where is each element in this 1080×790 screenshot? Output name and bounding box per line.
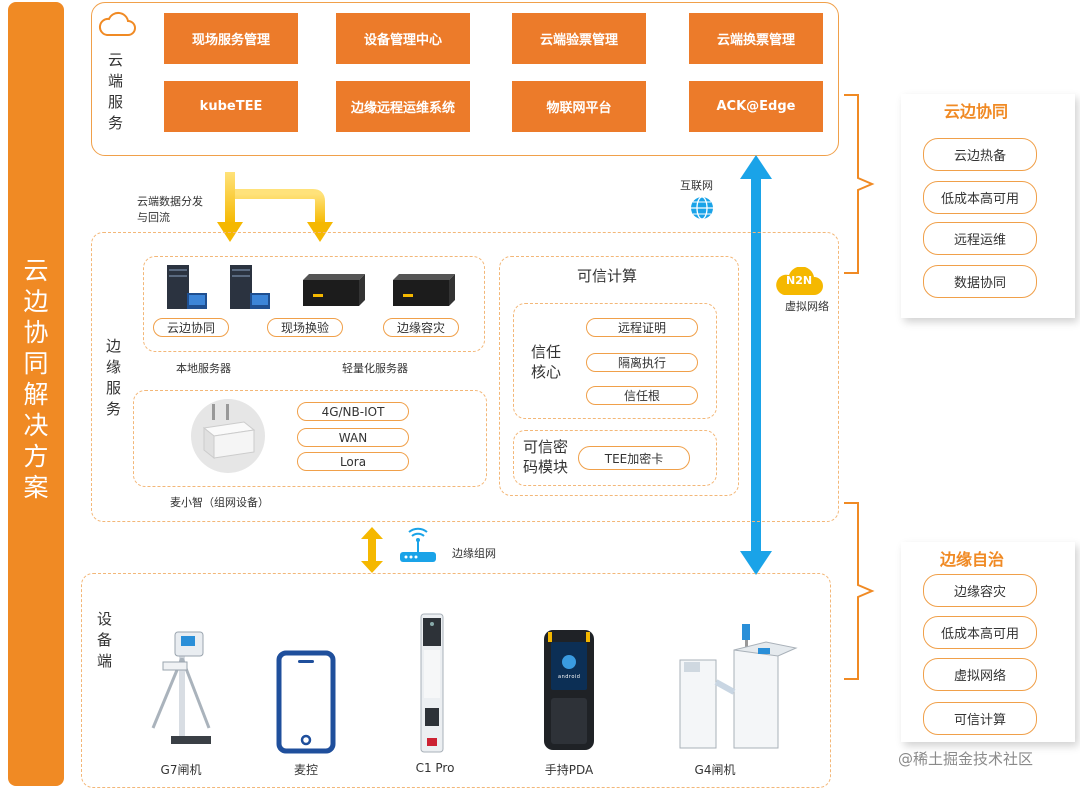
bracket-bottom: [844, 502, 875, 680]
data-flow-label-2: 与回流: [137, 211, 170, 224]
gateway-pill-wan[interactable]: WAN: [297, 428, 409, 447]
cloud-btn-kubetee[interactable]: kubeTEE: [164, 81, 298, 132]
right-bottom-item-4[interactable]: 可信计算: [923, 702, 1037, 735]
edge-label: 边缘服务: [106, 337, 122, 418]
device-c1-pro: C1 Pro: [415, 761, 455, 775]
trust-item-root[interactable]: 信任根: [586, 386, 698, 405]
right-bottom-item-1[interactable]: 边缘容灾: [923, 574, 1037, 607]
c1-pro-image: [415, 612, 449, 758]
device-label: 设备端: [97, 610, 113, 670]
bracket-top: [844, 94, 875, 274]
cloud-btn-device-mgmt[interactable]: 设备管理中心: [336, 13, 470, 64]
internet-arrow: [740, 155, 772, 575]
local-server-label: 本地服务器: [176, 362, 231, 375]
light-server-label: 轻量化服务器: [342, 362, 408, 375]
cloud-btn-field-service[interactable]: 现场服务管理: [164, 13, 298, 64]
data-flow-label-1: 云端数据分发: [137, 195, 203, 208]
watermark: @稀土掘金技术社区: [898, 750, 1034, 768]
pda-screen-text: android: [558, 674, 581, 680]
right-top-item-1[interactable]: 云边热备: [923, 138, 1037, 171]
crypto-module-box: [513, 430, 717, 486]
device-maikong: 麦控: [293, 763, 318, 777]
phone-icon: [276, 650, 336, 758]
tower-server-icon: [163, 263, 209, 319]
device-panel: [81, 573, 831, 788]
edge-network-label: 边缘组网: [452, 547, 496, 560]
device-g7: G7闸机: [160, 763, 202, 777]
cloud-icon: [97, 10, 137, 42]
gateway-label: 麦小智（组网设备）: [170, 496, 269, 509]
g7-gate-image: [143, 628, 223, 752]
right-bottom-item-2[interactable]: 低成本高可用: [923, 616, 1037, 649]
left-title-bar: [8, 2, 64, 786]
g4-gate-image: [676, 622, 806, 756]
trusted-computing-box: [499, 256, 739, 496]
tag-cloud-edge[interactable]: 云边协同: [153, 318, 229, 337]
edge-network-arrow: [361, 527, 383, 573]
pda-image: [541, 628, 597, 756]
mini-server-icon-2: [389, 272, 457, 312]
cloud-btn-ack-edge[interactable]: ACK@Edge: [689, 81, 823, 132]
cloud-btn-ticket-verify[interactable]: 云端验票管理: [512, 13, 646, 64]
trust-item-remote-attest[interactable]: 远程证明: [586, 318, 698, 337]
gateway-device-icon: [190, 398, 266, 478]
trust-core-label: 信任核心: [531, 343, 562, 381]
solution-title: 云边协同解决方案: [23, 256, 49, 502]
gateway-pill-lora[interactable]: Lora: [297, 452, 409, 471]
tag-edge-dr[interactable]: 边缘容灾: [383, 318, 459, 337]
right-bottom-item-3[interactable]: 虚拟网络: [923, 658, 1037, 691]
right-top-title: 云边协同: [943, 102, 1008, 121]
crypto-module-label: 可信密码模块: [523, 438, 569, 476]
tower-server-icon-2: [226, 263, 272, 319]
cloud-btn-ticket-exchange[interactable]: 云端换票管理: [689, 13, 823, 64]
trusted-computing-title: 可信计算: [577, 267, 638, 285]
gateway-pill-4g[interactable]: 4G/NB-IOT: [297, 402, 409, 421]
right-top-item-4[interactable]: 数据协同: [923, 265, 1037, 298]
tee-crypto-card[interactable]: TEE加密卡: [578, 446, 690, 470]
trust-core-box: [513, 303, 717, 419]
trust-item-isolation[interactable]: 隔离执行: [586, 353, 698, 372]
cloud-btn-edge-ops[interactable]: 边缘远程运维系统: [336, 81, 470, 132]
cloud-label: 云端服务: [108, 51, 124, 132]
device-g4: G4闸机: [694, 763, 736, 777]
mini-server-icon: [299, 272, 367, 312]
right-bottom-title: 边缘自治: [939, 550, 1004, 569]
servers-box: [143, 256, 485, 352]
internet-label: 互联网: [680, 179, 713, 192]
n2n-cloud-icon: [772, 266, 824, 301]
cloud-btn-iot[interactable]: 物联网平台: [512, 81, 646, 132]
right-top-item-3[interactable]: 远程运维: [923, 222, 1037, 255]
gateway-box: [133, 390, 487, 487]
globe-icon: [689, 195, 715, 225]
edge-services-panel: [91, 232, 839, 522]
tag-onsite-exchange[interactable]: 现场换验: [267, 318, 343, 337]
n2n-label: N2N: [786, 274, 813, 287]
virtual-network-label: 虚拟网络: [785, 300, 829, 313]
right-top-item-2[interactable]: 低成本高可用: [923, 181, 1037, 214]
router-icon: [398, 526, 438, 570]
device-pda: 手持PDA: [544, 763, 594, 777]
